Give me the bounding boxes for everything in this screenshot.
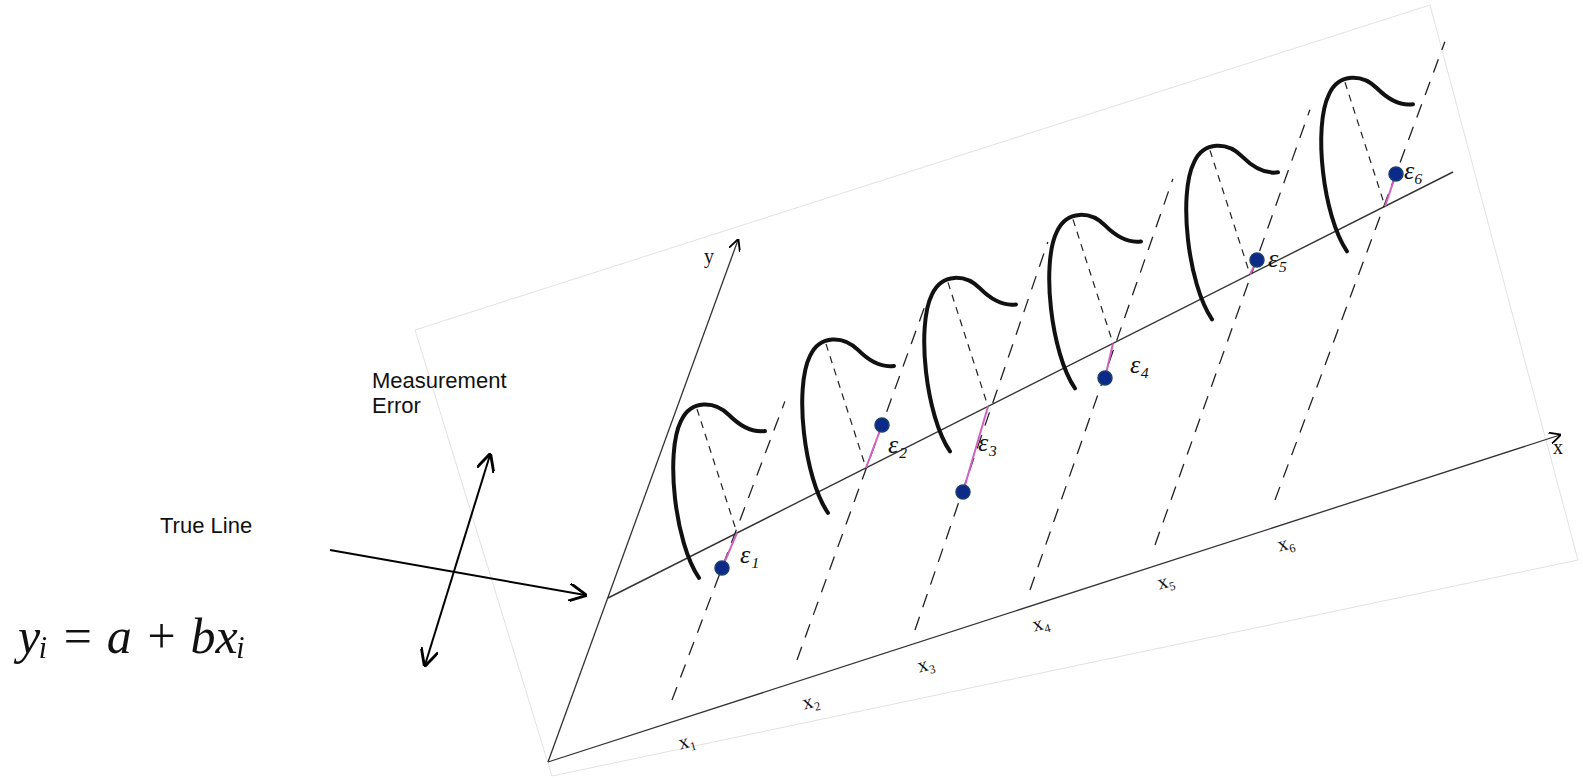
normal-curve: [1186, 146, 1278, 320]
mean-guide: [948, 282, 988, 406]
dashed-guide: [1155, 110, 1310, 545]
mean-guide: [826, 344, 866, 468]
tick-label: x₅: [1155, 568, 1177, 594]
normal-curve: [1321, 78, 1413, 252]
equation: yᵢ = a + bxᵢ: [18, 608, 246, 666]
error-label: ε₄: [1130, 350, 1149, 380]
dashed-guide: [1030, 179, 1173, 590]
axis-label: x: [1553, 436, 1563, 459]
tick-label: x₃: [915, 651, 937, 677]
axis-label: y: [704, 245, 714, 268]
mean-guide: [697, 409, 737, 533]
error-label: ε₁: [740, 540, 759, 570]
dashed-guide: [797, 303, 926, 660]
tick-label: x₁: [676, 728, 698, 754]
data-point: [1098, 371, 1112, 385]
mean-guide: [1345, 82, 1385, 206]
dashed-guide: [672, 401, 785, 700]
mean-guide: [1073, 219, 1113, 343]
data-point: [715, 561, 729, 575]
tick-label: x₂: [800, 688, 822, 714]
data-point: [1389, 167, 1403, 181]
error-label: ε₂: [888, 430, 907, 460]
double-arrow: [425, 455, 490, 665]
data-point: [875, 418, 889, 432]
mean-guide: [1210, 150, 1250, 274]
normal-curve: [802, 339, 894, 513]
error-label: ε₃: [978, 428, 997, 458]
dashed-guide: [915, 242, 1048, 630]
error-label: ε₆: [1404, 156, 1423, 186]
normal-curve: [673, 404, 765, 578]
data-point: [1250, 253, 1264, 267]
error-label: ε₅: [1268, 244, 1287, 274]
tick-label: x₆: [1275, 530, 1297, 556]
figure-frame: [415, 5, 1578, 776]
annotation-text: Measurement Error: [372, 368, 522, 419]
normal-curve: [1049, 215, 1141, 389]
x-axis: [548, 435, 1560, 762]
normal-curve: [924, 278, 1016, 452]
dashed-guide: [1275, 42, 1445, 500]
tick-label: x₄: [1030, 610, 1052, 636]
annotation-text: True Line: [160, 513, 252, 538]
data-point: [956, 485, 970, 499]
y-axis: [548, 240, 738, 762]
